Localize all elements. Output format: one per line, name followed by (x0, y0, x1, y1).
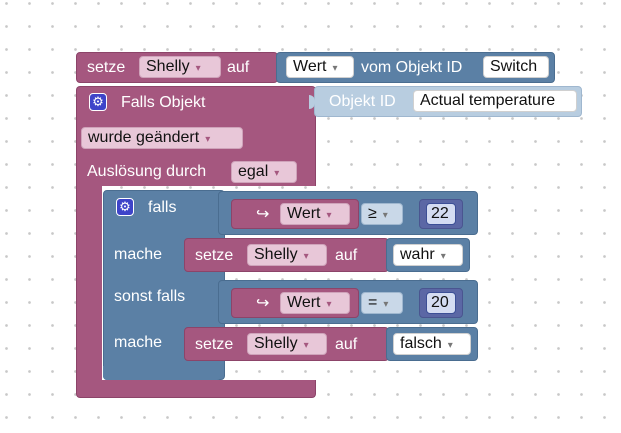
value-block-1[interactable]: ↪ Wert ▾ (231, 199, 359, 229)
variable-dropdown[interactable]: Shelly ▾ (139, 56, 221, 78)
falls-objekt-label: Falls Objekt (121, 94, 206, 111)
variable-name: Shelly (254, 246, 298, 263)
chevron-down-icon: ▾ (440, 251, 446, 262)
sonst-falls-label: sonst falls (114, 288, 186, 305)
auf-label: auf (335, 247, 358, 264)
false-value-dropdown[interactable]: falsch ▾ (393, 333, 471, 355)
value-dropdown-1[interactable]: Wert ▾ (280, 203, 350, 225)
get-value-block[interactable]: Wert ▾ vom Objekt ID Switch (276, 52, 555, 83)
input-connector (309, 95, 315, 109)
auf-label: auf (227, 59, 250, 76)
if-block-bottom-arm (103, 366, 221, 380)
trigger-source: egal (238, 163, 269, 180)
value-block-2[interactable]: ↪ Wert ▾ (231, 288, 359, 318)
trigger-block[interactable]: ⚙ Falls Objekt wurde geändert ▾ Auslösung… (76, 86, 316, 186)
chevron-down-icon: ▾ (326, 299, 332, 310)
value-name-2: Wert (287, 294, 321, 311)
variable-dropdown-true[interactable]: Shelly ▾ (247, 244, 327, 266)
chevron-down-icon: ▾ (195, 63, 201, 74)
compare-op-1: ≥ (368, 205, 377, 222)
object-id-switch: Switch (490, 58, 538, 75)
number-field-2[interactable]: 20 (426, 292, 456, 314)
auf-label: auf (335, 336, 358, 353)
true-value: wahr (400, 246, 435, 263)
chevron-down-icon: ▾ (303, 251, 309, 262)
chevron-down-icon: ▾ (326, 210, 332, 221)
if-block[interactable]: ⚙ falls mache sonst falls mache (103, 190, 225, 380)
trigger-mode: wurde geändert (88, 129, 200, 146)
compare-op-dropdown-2[interactable]: =▾ (361, 292, 403, 314)
mache-label: mache (114, 246, 163, 263)
boolean-block-false[interactable]: falsch ▾ (386, 327, 478, 361)
number-block-2[interactable]: 20 (419, 288, 463, 318)
value-type: Wert (293, 58, 327, 75)
trigger-block-bottom (76, 380, 316, 398)
vom-objekt-label: vom Objekt ID (361, 59, 463, 76)
compare-block-2[interactable]: ↪ Wert▾ =▾ 20 (218, 280, 478, 324)
setze-label: setze (195, 247, 234, 264)
compare-op-2: = (368, 294, 378, 311)
set-variable-block-true[interactable]: setze Shelly ▾ auf (184, 238, 389, 272)
value-type-dropdown[interactable]: Wert ▾ (286, 56, 354, 78)
variable-name: Shelly (146, 58, 190, 75)
gear-icon[interactable]: ⚙ (116, 198, 134, 216)
objekt-id-input-block[interactable]: Objekt ID Actual temperature (309, 86, 582, 117)
setze-label: setze (195, 336, 234, 353)
compare-value-2: 20 (431, 294, 449, 311)
object-id-temperature: Actual temperature (420, 92, 556, 109)
object-id-switch-field[interactable]: Switch (483, 56, 549, 78)
mache-label-2: mache (114, 334, 163, 351)
setze-label: setze (87, 59, 126, 76)
chevron-down-icon: ▾ (303, 340, 309, 351)
true-value-dropdown[interactable]: wahr ▾ (393, 244, 463, 266)
number-block-1[interactable]: 22 (419, 199, 463, 229)
value-dropdown-2[interactable]: Wert ▾ (280, 292, 350, 314)
chevron-down-icon: ▾ (332, 63, 338, 74)
chevron-down-icon: ▾ (447, 340, 453, 351)
value-name-1: Wert (287, 205, 321, 222)
variable-dropdown-false[interactable]: Shelly ▾ (247, 333, 327, 355)
set-variable-block-top[interactable]: setze Shelly ▾ auf (76, 52, 278, 83)
chevron-down-icon: ▾ (383, 299, 389, 310)
gear-icon[interactable]: ⚙ (89, 93, 107, 111)
number-field-1[interactable]: 22 (426, 203, 456, 225)
trigger-mode-dropdown[interactable]: wurde geändert ▾ (81, 127, 243, 149)
boolean-block-true[interactable]: wahr ▾ (386, 238, 470, 272)
chevron-down-icon: ▾ (274, 168, 280, 179)
object-id-temperature-field[interactable]: Actual temperature (413, 90, 577, 112)
variable-name: Shelly (254, 335, 298, 352)
ausloesung-label: Auslösung durch (87, 163, 207, 180)
compare-op-dropdown-1[interactable]: ≥▾ (361, 203, 403, 225)
false-value: falsch (400, 335, 442, 352)
trigger-block-spine (76, 180, 102, 392)
arrow-icon: ↪ (256, 206, 270, 223)
falls-label: falls (148, 199, 177, 216)
trigger-source-dropdown[interactable]: egal ▾ (231, 161, 297, 183)
arrow-icon: ↪ (256, 295, 270, 312)
compare-value-1: 22 (431, 205, 449, 222)
compare-block-1[interactable]: ↪ Wert▾ ≥▾ 22 (218, 191, 478, 235)
set-variable-block-false[interactable]: setze Shelly ▾ auf (184, 327, 389, 361)
chevron-down-icon: ▾ (382, 210, 388, 221)
chevron-down-icon: ▾ (205, 134, 211, 145)
objekt-id-label: Objekt ID (329, 93, 396, 110)
